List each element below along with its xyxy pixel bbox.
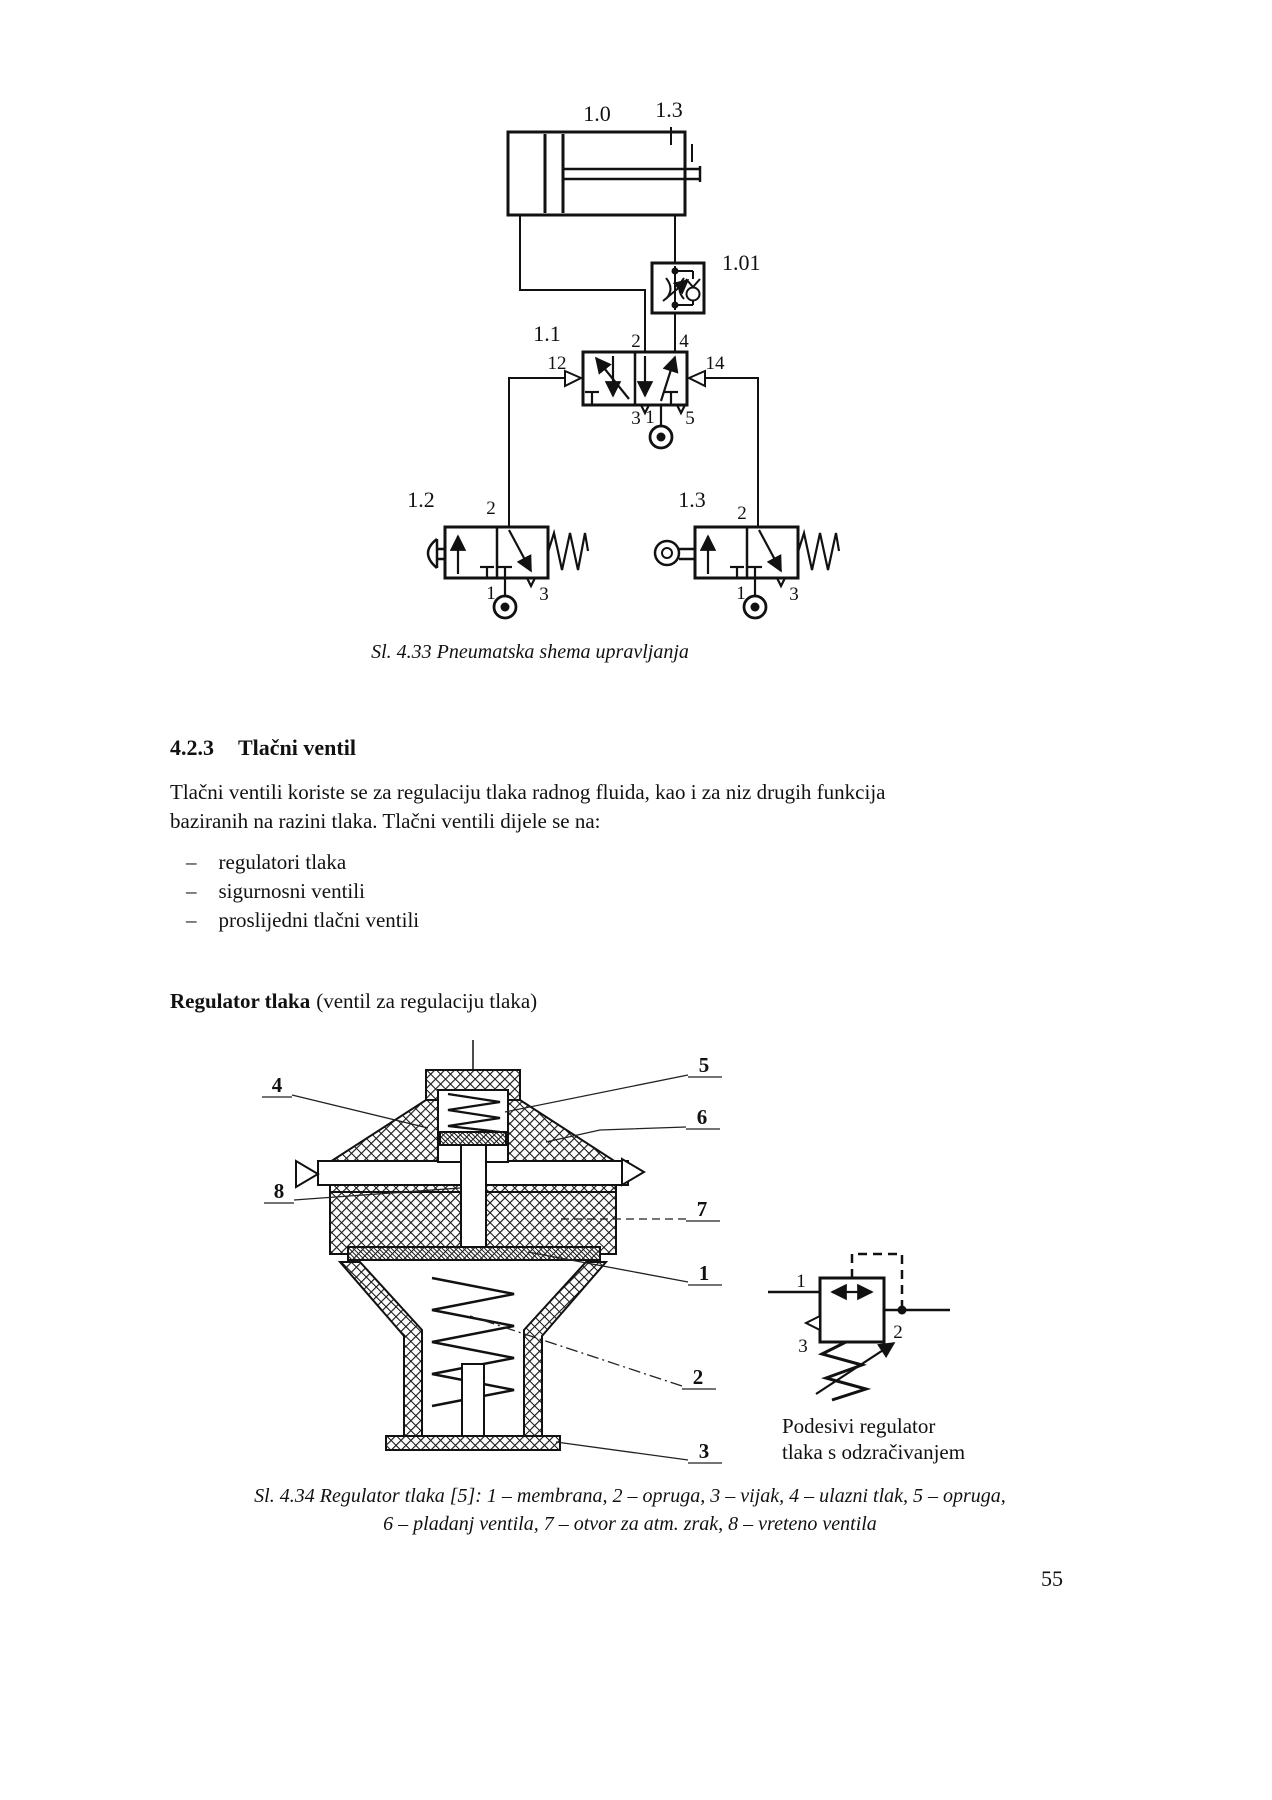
bulleted-list: –regulatori tlaka –sigurnosni ventili –p… — [170, 848, 419, 935]
pneumatic-lines — [519, 215, 676, 352]
callout-7: 7 — [697, 1197, 708, 1221]
regulator-symbol: 1 2 3 — [768, 1252, 950, 1402]
port-5-label: 5 — [685, 408, 695, 429]
pilot-12-triangle — [564, 369, 584, 388]
valve-1-1-symbol: 1.1 12 14 2 4 3 1 5 — [508, 321, 759, 527]
outlet-flow-arrow-icon — [621, 1157, 646, 1187]
list-item: –regulatori tlaka — [170, 848, 419, 877]
port-2-label: 2 — [737, 503, 747, 524]
figure-434-drawing: 4 8 5 6 7 1 2 3 — [262, 1040, 950, 1464]
figure-434-caption-line: Sl. 4.34 Regulator tlaka [5]: 1 – membra… — [254, 1485, 1006, 1507]
throttle-check-label: 1.01 — [722, 250, 761, 275]
paragraph-line: baziranih na razini tlaka. Tlačni ventil… — [170, 809, 601, 833]
figure-434-caption-line: 6 – pladanj ventila, 7 – otvor za atm. z… — [383, 1513, 877, 1535]
port-14-label: 14 — [706, 353, 726, 374]
exhaust-triangle-icon — [803, 1314, 821, 1332]
figure-434-caption: Sl. 4.34 Regulator tlaka [5]: 1 – membra… — [186, 1482, 1074, 1538]
list-item: –proslijedni tlačni ventili — [170, 906, 419, 935]
section-number: 4.2.3 — [170, 735, 214, 760]
list-dash: – — [186, 850, 197, 874]
list-item-text: regulatori tlaka — [218, 850, 347, 874]
limit-marker-label: 1.3 — [655, 97, 683, 122]
cylinder-symbol: 1.0 — [506, 101, 702, 217]
pushbutton-icon — [426, 538, 438, 569]
valve-plate — [439, 1131, 507, 1146]
subsection-title-rest: (ventil za regulaciju tlaka) — [316, 989, 538, 1013]
list-item-text: sigurnosni ventili — [218, 879, 365, 903]
figure-433-caption: Sl. 4.33 Pneumatska shema upravljanja — [371, 641, 689, 663]
symbol-caption: Podesivi regulator tlaka s odzračivanjem — [782, 1413, 965, 1465]
cylinder-label: 1.0 — [583, 101, 611, 126]
figure-433-schematic: 1.0 1.3 1.01 — [407, 97, 841, 620]
upper-spring — [447, 1092, 501, 1134]
callout-5: 5 — [699, 1053, 710, 1077]
port-4-label: 4 — [679, 331, 689, 352]
list-dash: – — [186, 908, 197, 932]
list-item-text: proslijedni tlačni ventili — [218, 908, 420, 932]
spring-return-icon — [796, 528, 841, 571]
port-12-label: 12 — [548, 353, 567, 374]
throttle-check-valve-symbol: 1.01 — [650, 250, 761, 315]
port-3-label: 3 — [789, 584, 799, 605]
adjusting-rod — [461, 1363, 485, 1439]
roller-actuator-icon — [653, 539, 681, 567]
inlet-flow-arrow-icon — [295, 1159, 320, 1189]
section-title: Tlačni ventil — [238, 735, 356, 760]
symbol-caption-line: Podesivi regulator — [782, 1414, 936, 1438]
symbol-port-1-label: 1 — [796, 1271, 806, 1292]
bottom-flange — [385, 1435, 561, 1451]
symbol-caption-line: tlaka s odzračivanjem — [782, 1440, 966, 1464]
port-1-label: 1 — [486, 583, 496, 604]
regulator-cross-section — [295, 1040, 646, 1451]
subsection-heading: Regulator tlaka(ventil za regulaciju tla… — [170, 989, 537, 1014]
port-1-label: 1 — [736, 583, 746, 604]
port-3-label: 3 — [539, 584, 549, 605]
spring-return-icon — [546, 528, 590, 571]
figure-callouts: 4 8 5 6 7 1 2 3 — [262, 1053, 722, 1464]
symbol-port-3-label: 3 — [798, 1336, 808, 1357]
valve-1-2-symbol: 1.2 2 1 3 — [407, 487, 590, 620]
valve-1-3-label: 1.3 — [678, 487, 706, 512]
port-1-label: 1 — [645, 407, 655, 428]
port-2-label: 2 — [486, 498, 496, 519]
list-item: –sigurnosni ventili — [170, 877, 419, 906]
subsection-title-bold: Regulator tlaka — [170, 989, 311, 1013]
port-3-label: 3 — [631, 408, 641, 429]
port-2-label: 2 — [631, 331, 641, 352]
list-dash: – — [186, 879, 197, 903]
valve-1-1-label: 1.1 — [533, 321, 561, 346]
callout-2: 2 — [693, 1365, 704, 1389]
callout-6: 6 — [697, 1105, 708, 1129]
page-number: 55 — [1041, 1566, 1063, 1591]
callout-4: 4 — [272, 1073, 283, 1097]
membrane — [347, 1246, 601, 1261]
limit-marker-1-3: 1.3 — [655, 97, 683, 145]
body-paragraph: Tlačni ventili koriste se za regulaciju … — [170, 778, 970, 836]
paragraph-line: Tlačni ventili koriste se za regulaciju … — [170, 780, 886, 804]
pilot-14-triangle — [686, 369, 706, 388]
symbol-spring — [817, 1340, 872, 1402]
valve-1-2-label: 1.2 — [407, 487, 435, 512]
callout-8: 8 — [274, 1179, 285, 1203]
valve-stem — [460, 1144, 487, 1251]
callout-1: 1 — [699, 1261, 710, 1285]
valve-1-3-symbol: 1.3 2 1 3 — [653, 487, 841, 620]
main-spring — [431, 1276, 515, 1408]
adjustability-arrow — [815, 1342, 896, 1395]
symbol-port-2-label: 2 — [893, 1322, 903, 1343]
section-heading: 4.2.3 Tlačni ventil — [170, 735, 356, 761]
callout-3: 3 — [699, 1439, 710, 1463]
